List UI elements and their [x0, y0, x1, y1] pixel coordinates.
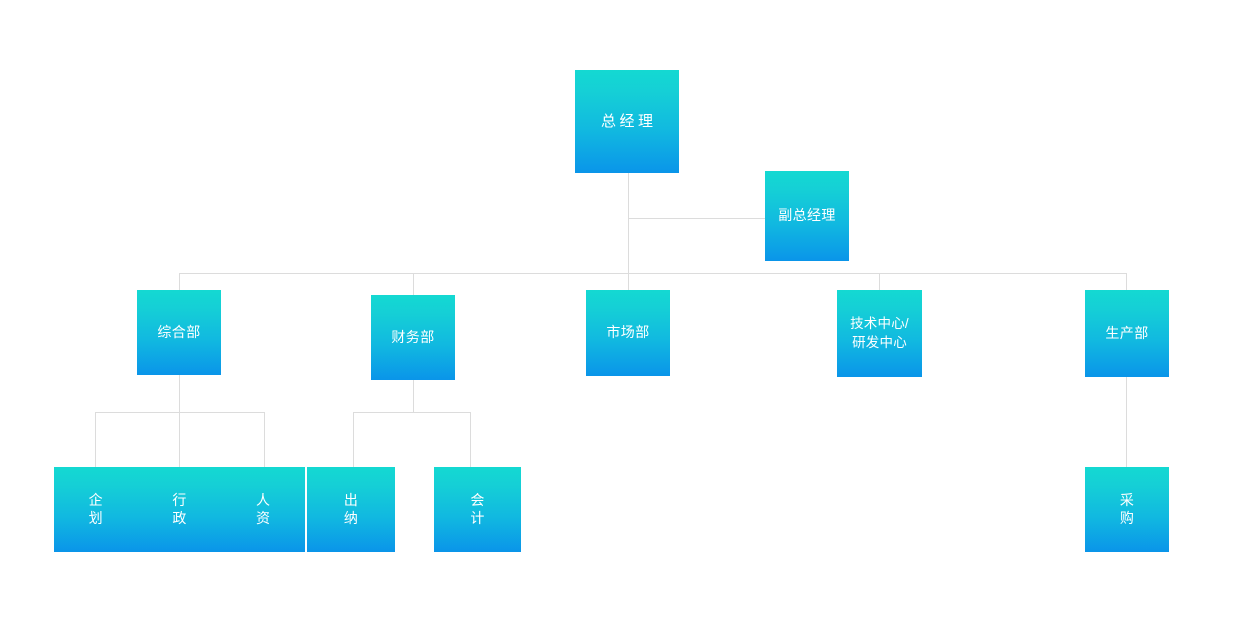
- node-label-technology-rnd-center: 技术中心/ 研发中心: [850, 316, 909, 350]
- connector-drop-accounting: [470, 412, 471, 467]
- connector-drop-market: [628, 273, 629, 290]
- node-label-marketing-dept: 市场部: [606, 324, 650, 341]
- connector-gm-trunk: [628, 173, 629, 273]
- connector-drop-hr: [264, 412, 265, 467]
- node-marketing-dept[interactable]: 市场部: [586, 290, 670, 376]
- connector-gm-to-deputy: [628, 218, 765, 219]
- node-label-finance-dept: 财务部: [391, 328, 435, 345]
- connector-drop-general: [179, 273, 180, 290]
- node-label-general-manager: 总经理: [600, 112, 657, 130]
- node-label-general-affairs-dept: 综合部: [157, 323, 201, 340]
- node-human-resources-section[interactable]: 人 资: [221, 467, 305, 552]
- connector-drop-cashier: [353, 412, 354, 467]
- node-label-production-dept: 生产部: [1105, 324, 1149, 341]
- node-label-human-resources-section: 人 资: [256, 492, 271, 526]
- node-technology-rnd-center[interactable]: 技术中心/ 研发中心: [837, 290, 922, 377]
- connector-finance-stem: [413, 380, 414, 412]
- connector-general-bus: [95, 412, 265, 413]
- node-label-cashier-section: 出 纳: [343, 492, 359, 526]
- node-label-administration-section: 行 政: [172, 492, 187, 526]
- node-deputy-general-manager[interactable]: 副总经理: [765, 171, 849, 261]
- connector-produce-to-purchase: [1126, 377, 1127, 467]
- node-accounting-section[interactable]: 会 计: [434, 467, 521, 552]
- node-purchasing-section[interactable]: 采 购: [1085, 467, 1169, 552]
- connector-level1-bus: [179, 273, 1127, 274]
- node-administration-section[interactable]: 行 政: [138, 467, 222, 552]
- connector-drop-planning: [95, 412, 96, 467]
- node-finance-dept[interactable]: 财务部: [371, 295, 455, 380]
- node-general-manager[interactable]: 总经理: [575, 70, 679, 173]
- node-label-planning-section: 企 划: [88, 492, 103, 526]
- connector-finance-bus: [353, 412, 471, 413]
- node-planning-section[interactable]: 企 划: [54, 467, 138, 552]
- node-label-deputy-general-manager: 副总经理: [778, 207, 836, 224]
- connector-drop-produce: [1126, 273, 1127, 290]
- connector-drop-tech: [879, 273, 880, 290]
- node-label-accounting-section: 会 计: [470, 492, 485, 526]
- node-production-dept[interactable]: 生产部: [1085, 290, 1169, 377]
- connector-general-stem: [179, 375, 180, 412]
- connector-drop-finance: [413, 273, 414, 295]
- node-group-general-affairs-children: 企 划 行 政 人 资: [54, 467, 305, 552]
- node-cashier-section[interactable]: 出 纳: [307, 467, 395, 552]
- node-label-purchasing-section: 采 购: [1119, 492, 1135, 526]
- connector-drop-admin: [179, 412, 180, 467]
- node-general-affairs-dept[interactable]: 综合部: [137, 290, 221, 375]
